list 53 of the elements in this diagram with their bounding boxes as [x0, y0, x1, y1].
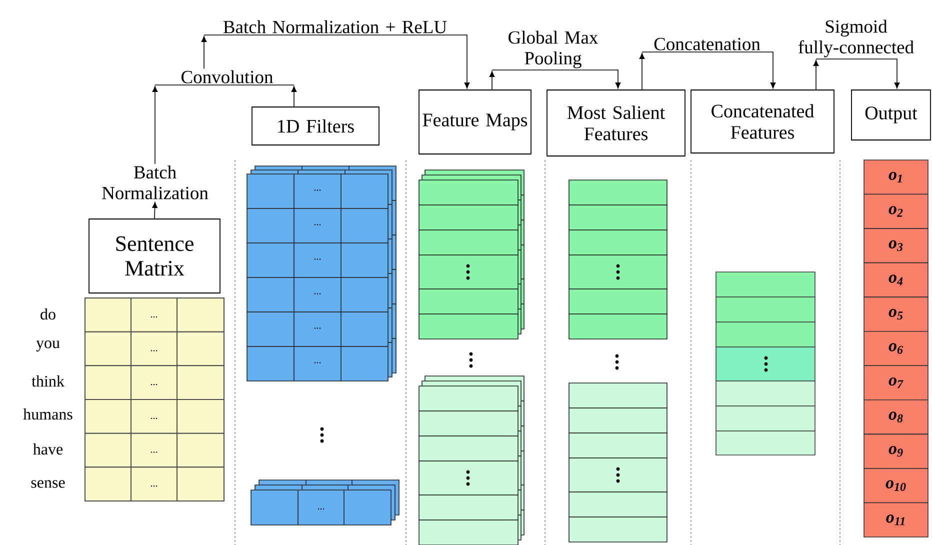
- label-box: Most Salient Features: [546, 90, 686, 156]
- ellipsis: ...: [150, 384, 158, 386]
- step-label: Batch Normalization: [102, 166, 208, 200]
- step-label: Sigmoid fully-connected: [798, 20, 914, 58]
- label-box: Sentence Matrix: [88, 218, 220, 294]
- word-label: think: [32, 375, 64, 387]
- ellipsis: ...: [314, 258, 321, 260]
- label-box: 1D Filters: [252, 106, 380, 146]
- arrow: [552, 70, 621, 88]
- step-label: Batch Normalization + ReLU: [223, 20, 447, 34]
- step-label: Global Max Pooling: [508, 30, 598, 68]
- step-label: Convolution: [182, 70, 273, 84]
- arrow: [706, 52, 776, 88]
- word-label: humans: [23, 408, 72, 420]
- ellipsis: ...: [150, 452, 158, 453]
- label-box: Output: [851, 90, 931, 140]
- word-label: have: [33, 443, 63, 455]
- ellipsis: ...: [314, 224, 321, 226]
- arrow: [334, 34, 470, 88]
- output-label: o$_{4}$: [888, 274, 903, 286]
- arrow: [152, 86, 158, 164]
- word-label: do: [40, 308, 56, 320]
- label-box: Concatenated Features: [690, 90, 834, 154]
- ellipsis: ...: [318, 508, 324, 510]
- arrow: [201, 36, 207, 69]
- output-label: o$_{7}$: [888, 377, 904, 388]
- word-label: sense: [31, 480, 65, 488]
- arrow: [489, 71, 495, 90]
- output-label: o$_{5}$: [888, 308, 903, 320]
- ellipsis: ...: [150, 418, 158, 419]
- word-label: you: [36, 340, 60, 352]
- ellipsis: ...: [314, 293, 321, 294]
- output-label: o$_{8}$: [888, 412, 903, 422]
- ellipsis: ...: [150, 486, 158, 487]
- output-label: o$_{3}$: [888, 240, 903, 252]
- step-label: Concatenation: [654, 38, 760, 50]
- ellipsis: ...: [314, 362, 321, 364]
- ellipsis: ...: [314, 190, 321, 191]
- output-label: o$_{10}$: [886, 480, 906, 491]
- output-label: o$_{2}$: [888, 206, 903, 217]
- output-label: o$_{11}$: [886, 514, 904, 526]
- arrow: [813, 60, 819, 90]
- arrow: [291, 86, 297, 107]
- output-label: o$_{6}$: [888, 343, 903, 354]
- ellipsis: ...: [150, 350, 158, 352]
- ellipsis: ...: [150, 316, 158, 318]
- ellipsis: ...: [314, 328, 321, 329]
- arrow: [639, 53, 645, 90]
- arrow: [856, 58, 900, 88]
- output-label: o$_{1}$: [888, 172, 902, 182]
- output-label: o$_{9}$: [888, 446, 903, 457]
- arrow: [152, 202, 158, 219]
- label-box: Feature Maps: [418, 90, 532, 154]
